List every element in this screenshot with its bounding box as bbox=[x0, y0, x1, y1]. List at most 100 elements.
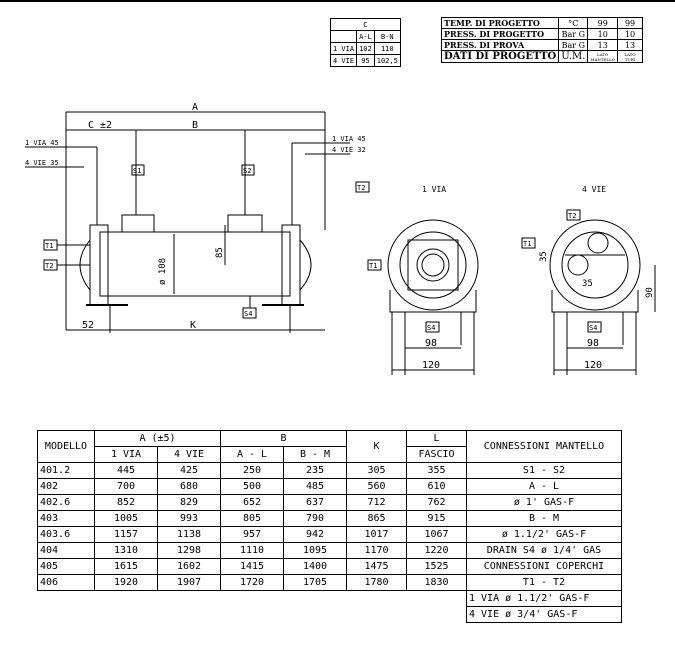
t2-label-mid: T2 bbox=[357, 184, 365, 192]
dim-b-label: B bbox=[192, 120, 198, 131]
t1-label-1via: T1 bbox=[369, 262, 377, 270]
dim-c-label: C ±2 bbox=[88, 120, 112, 131]
cell-modello: 403.6 bbox=[37, 526, 95, 543]
nozzle-s1 bbox=[121, 214, 155, 233]
t2-label-side: T2 bbox=[45, 262, 53, 270]
side-cell: CONNESSIONI COPERCHI bbox=[466, 558, 622, 575]
cell: 1017 bbox=[346, 526, 407, 543]
header-k: K bbox=[346, 430, 407, 463]
cell: 942 bbox=[283, 526, 347, 543]
cell: 993 bbox=[157, 510, 221, 527]
cell: 1415 bbox=[220, 558, 284, 575]
side-cell: B - M bbox=[466, 510, 622, 527]
dim-a-label: A bbox=[192, 102, 198, 113]
cell: 1907 bbox=[157, 574, 221, 591]
s4-label-side: S4 bbox=[244, 310, 252, 318]
dim52-label: 52 bbox=[82, 320, 94, 331]
cell: 1170 bbox=[346, 542, 407, 559]
design-cell: LATO MANTELLO bbox=[587, 50, 619, 63]
cell: 805 bbox=[220, 510, 284, 527]
cell: 790 bbox=[283, 510, 347, 527]
design-cell: 99 bbox=[617, 17, 644, 29]
cell: 957 bbox=[220, 526, 284, 543]
table-c-cell: 4 VIE bbox=[329, 54, 358, 67]
cell: 1920 bbox=[94, 574, 158, 591]
design-cell: U.M. bbox=[558, 50, 589, 63]
cell: 485 bbox=[283, 478, 347, 495]
header-a: A (±5) bbox=[94, 430, 221, 447]
flange-right bbox=[281, 224, 301, 306]
cell: 560 bbox=[346, 478, 407, 495]
cell: 637 bbox=[283, 494, 347, 511]
shell-body bbox=[99, 231, 291, 297]
t1-label-4vie: T1 bbox=[523, 240, 531, 248]
dim-k-label: K bbox=[190, 320, 196, 331]
cell-modello: 401.2 bbox=[37, 462, 95, 479]
top-border bbox=[0, 0, 675, 2]
dim35-b: 35 bbox=[582, 279, 593, 289]
design-cell: LATO TUBI bbox=[617, 50, 644, 63]
cell: 1615 bbox=[94, 558, 158, 575]
cell: 865 bbox=[346, 510, 407, 527]
cell: 425 bbox=[157, 462, 221, 479]
cell: 1830 bbox=[406, 574, 467, 591]
cell: 1475 bbox=[346, 558, 407, 575]
cell: 1067 bbox=[406, 526, 467, 543]
dim90-label: 90 bbox=[645, 287, 655, 298]
header-bm: B - M bbox=[283, 446, 347, 463]
s4-label-1via: S4 bbox=[427, 324, 435, 332]
vie35-left: 4 VIE 35 bbox=[25, 159, 59, 167]
cell: 1705 bbox=[283, 574, 347, 591]
cell: 1005 bbox=[94, 510, 158, 527]
cell: 1310 bbox=[94, 542, 158, 559]
header-l: L bbox=[406, 430, 467, 447]
end-view-1via bbox=[387, 219, 479, 375]
end-view-4vie bbox=[549, 219, 641, 375]
cell: 1720 bbox=[220, 574, 284, 591]
cell: 712 bbox=[346, 494, 407, 511]
side-cell: DRAIN S4 ø 1/4' GAS bbox=[466, 542, 622, 559]
side-cell: CONNESSIONI MANTELLO bbox=[466, 430, 622, 463]
cell-modello: 403 bbox=[37, 510, 95, 527]
cell: 1220 bbox=[406, 542, 467, 559]
cell: 652 bbox=[220, 494, 284, 511]
header-modello: MODELLO bbox=[37, 430, 95, 463]
cell: 500 bbox=[220, 478, 284, 495]
design-cell: DATI DI PROGETTO bbox=[440, 50, 560, 63]
cell: 852 bbox=[94, 494, 158, 511]
header-al: A - L bbox=[220, 446, 284, 463]
nozzle-s2 bbox=[227, 214, 263, 233]
flange-left bbox=[89, 224, 109, 306]
cell: 1780 bbox=[346, 574, 407, 591]
cell: 1602 bbox=[157, 558, 221, 575]
cell: 762 bbox=[406, 494, 467, 511]
s4-label-4vie: S4 bbox=[589, 324, 597, 332]
side-cell: ø 1' GAS-F bbox=[466, 494, 622, 511]
cover-right bbox=[299, 239, 312, 291]
cell: 305 bbox=[346, 462, 407, 479]
t2-label-4vie: T2 bbox=[568, 212, 576, 220]
cell: 1525 bbox=[406, 558, 467, 575]
cell: 235 bbox=[283, 462, 347, 479]
cell: 829 bbox=[157, 494, 221, 511]
cell-modello: 404 bbox=[37, 542, 95, 559]
cell: 445 bbox=[94, 462, 158, 479]
side-cell: 4 VIE ø 3/4' GAS-F bbox=[466, 606, 622, 623]
side-cell: A - L bbox=[466, 478, 622, 495]
cell: 1138 bbox=[157, 526, 221, 543]
dim98-1via: 98 bbox=[425, 338, 437, 349]
vie32-right: 4 VIE 32 bbox=[332, 146, 366, 154]
cell: 700 bbox=[94, 478, 158, 495]
cell-modello: 406 bbox=[37, 574, 95, 591]
side-cell: ø 1.1/2' GAS-F bbox=[466, 526, 622, 543]
via45-right: 1 VIA 45 bbox=[332, 135, 366, 143]
side-cell: S1 - S2 bbox=[466, 462, 622, 479]
cell: 1110 bbox=[220, 542, 284, 559]
